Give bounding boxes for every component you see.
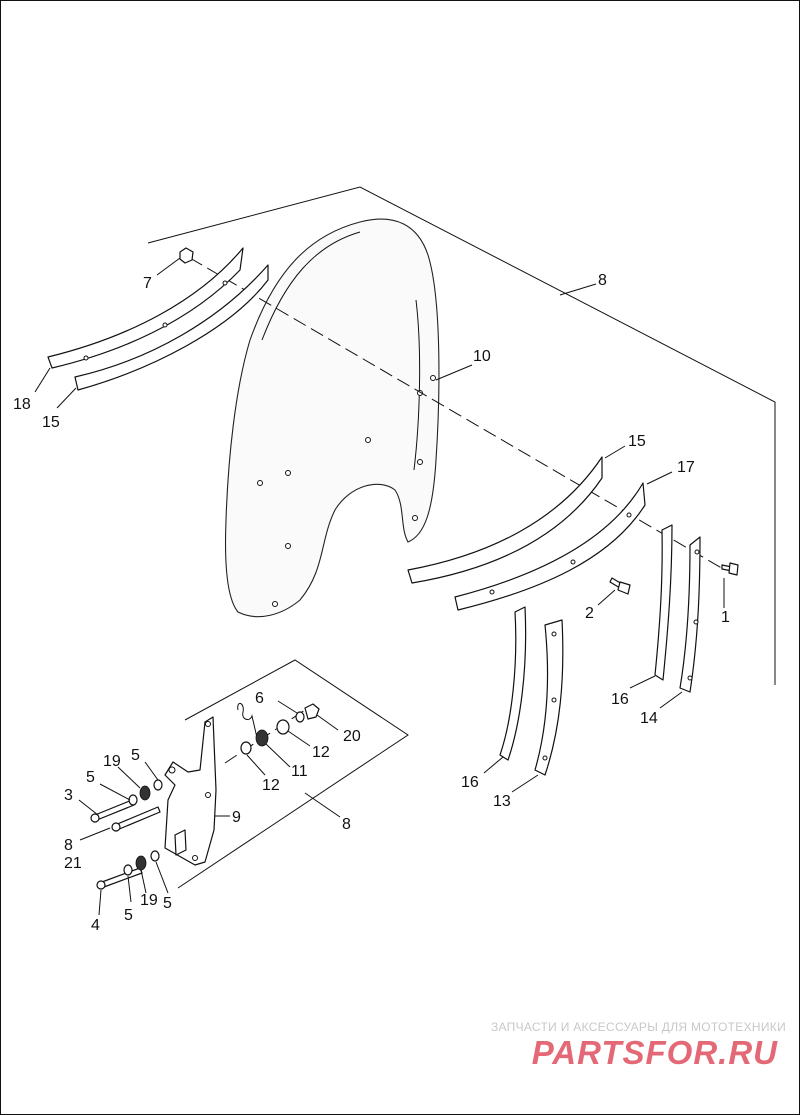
callout-20: 20 (343, 728, 361, 745)
windshield-inner-edge (261, 231, 361, 341)
callout-14: 14 (640, 710, 658, 727)
screw-head-part-1 (728, 562, 739, 576)
callout-10: 10 (473, 348, 491, 365)
callout-13: 13 (493, 793, 511, 810)
bushing-part-12-lower (240, 741, 252, 755)
bolt-head-part-3 (90, 813, 100, 823)
callout-8-kit: 8 (342, 816, 351, 833)
callout-8-top: 8 (598, 272, 607, 289)
washer-part-5-lower-b (150, 850, 160, 862)
watermark-brand: PARTSFOR.RU (532, 1034, 778, 1071)
callout-1: 1 (721, 609, 730, 626)
bushing-part-12-upper (276, 719, 290, 735)
bolt-head-part-4 (96, 880, 106, 890)
windshield-part-10 (224, 218, 440, 618)
washer-part-5-upper-a (128, 794, 138, 806)
side-gasket-part-16-left (499, 606, 527, 761)
watermark-tagline: ЗАПЧАСТИ И АКСЕССУАРЫ ДЛЯ МОТОТЕХНИКИ (490, 1020, 786, 1034)
callout-11: 11 (291, 763, 308, 780)
callout-21: 21 (64, 855, 82, 872)
callout-15-right: 15 (628, 433, 646, 450)
bolt-part-4 (101, 867, 143, 888)
bushing-part-19-upper (139, 785, 151, 801)
callout-8-bolt: 8 (64, 837, 73, 854)
callout-19-lower: 19 (140, 892, 158, 909)
bolt-part-3 (94, 799, 135, 821)
screw-head-part-2 (617, 581, 631, 595)
bushing-part-19-lower (135, 855, 147, 871)
side-gasket-part-16-right (654, 524, 673, 681)
callout-6: 6 (255, 690, 264, 707)
spring-part-6 (237, 703, 259, 743)
washer-part-6 (295, 711, 305, 723)
trim-strip-part-17 (454, 482, 646, 611)
callout-9: 9 (232, 809, 241, 826)
callout-5-a: 5 (131, 747, 140, 764)
callout-16-left: 16 (461, 774, 479, 791)
gasket-strip-part-15-right (407, 456, 603, 584)
trim-strip-part-18 (47, 247, 244, 369)
watermark-logo: PARTSFOR.RU (532, 1034, 778, 1071)
callout-labels: 1 2 3 4 5 5 5 5 6 7 8 8 8 9 10 11 12 12 … (13, 272, 730, 934)
callout-15-left: 15 (42, 414, 60, 431)
callout-2: 2 (585, 605, 594, 622)
side-bracket-part-14 (679, 536, 701, 693)
acorn-nut-part-7 (179, 247, 194, 264)
spacer-part-11 (255, 729, 269, 747)
callout-18: 18 (13, 396, 31, 413)
washer-part-5-lower-a (123, 864, 133, 876)
washer-part-5-upper-b (153, 779, 163, 791)
clamp-pin-part-21 (174, 829, 187, 856)
callout-19-upper: 19 (103, 753, 121, 770)
callout-5-d: 5 (163, 895, 172, 912)
windshield-inner-edge (413, 299, 421, 471)
callout-7: 7 (143, 275, 152, 292)
callout-3: 3 (64, 787, 73, 804)
mounting-bracket-part-9 (164, 716, 217, 866)
callout-17: 17 (677, 459, 695, 476)
gasket-strip-part-15 (74, 264, 269, 391)
callout-4: 4 (91, 917, 100, 934)
callout-16-right: 16 (611, 691, 629, 708)
side-bracket-part-13 (534, 619, 564, 776)
kit-outline-main (147, 186, 776, 685)
callout-5-c: 5 (124, 907, 133, 924)
callout-12-upper: 12 (312, 744, 330, 761)
callout-12-lower: 12 (262, 777, 280, 794)
assembly-axis (189, 257, 726, 571)
bolt-head-part-8 (111, 822, 121, 832)
acorn-nut-part-20 (304, 703, 320, 720)
callout-leaders (34, 257, 725, 916)
callout-5-b: 5 (86, 769, 95, 786)
kit-outline-hardware (177, 659, 409, 889)
